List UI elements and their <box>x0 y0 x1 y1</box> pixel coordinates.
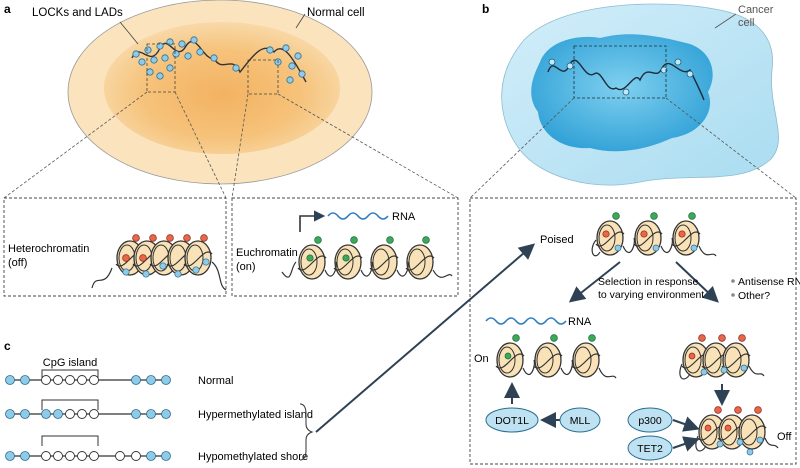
row-hyper-label: Hypermethylated island <box>198 409 313 421</box>
zoom-box-cancer <box>573 45 667 99</box>
p300-protein <box>627 407 673 433</box>
arrow-p300-to-off <box>672 416 700 432</box>
rna-label-b: RNA <box>568 316 592 328</box>
tet2-protein <box>627 435 673 461</box>
panel-b-letter: b <box>482 2 489 16</box>
euchromatin-nucleosomes <box>281 236 453 280</box>
label-cancer-line1: Cancer <box>738 4 774 16</box>
callout-locks <box>119 21 139 45</box>
callout-cancer <box>714 13 737 29</box>
tet2-label: TET2 <box>637 443 663 455</box>
arrow-poised-to-off <box>675 261 719 303</box>
arrow-poised-to-on <box>568 261 621 303</box>
transcription-arrow <box>299 210 326 232</box>
panel-c: c CpG island Normal Hypermethylated isla… <box>4 243 536 463</box>
cpg-row-normal <box>5 375 171 385</box>
heterochromatin-state: (off) <box>8 257 27 269</box>
rna-wave-b <box>485 317 567 325</box>
row-hypo-label: Hypomethylated shore <box>198 451 308 463</box>
poised-label: Poised <box>540 234 574 246</box>
bullet-antisense: Antisense RNA <box>738 276 800 288</box>
heterochromatin-label: Heterochromatin <box>8 243 89 255</box>
p300-label: p300 <box>638 415 662 427</box>
selection-label-line1: Selection in response <box>598 276 699 288</box>
methyl-dots-cancer <box>548 58 694 96</box>
row-normal-label: Normal <box>198 375 233 387</box>
curly-brace <box>299 403 314 461</box>
label-cancer-line2: cell <box>738 17 755 29</box>
normal-nucleus <box>104 22 340 154</box>
poised-nucleosomes <box>591 212 717 257</box>
dot1l-label: DOT1L <box>495 415 529 427</box>
panel-b: b Cancer cell Poised Selection in respon… <box>469 2 800 465</box>
bullet-2 <box>731 293 735 297</box>
panel-a: a LOCKs and LADs Normal cell <box>3 0 459 297</box>
zoom-box-euchromatin <box>247 59 279 95</box>
zoom-lines-a <box>3 91 459 199</box>
mll-protein <box>559 407 601 433</box>
bullet-other: Other? <box>738 290 770 302</box>
cancer-nucleus <box>531 34 713 152</box>
label-locks-lads: LOCKs and LADs <box>32 7 123 19</box>
cpg-bracket-hyper <box>41 399 99 410</box>
arrow-to-poised <box>315 243 536 433</box>
selection-label-line2: to varying environment <box>598 289 704 301</box>
rna-label-a: RNA <box>392 211 416 223</box>
on-label: On <box>474 353 489 365</box>
panel-c-letter: c <box>4 339 11 353</box>
cpg-row-hypermethylated <box>5 409 171 419</box>
off-nucleosomes-top <box>679 334 765 380</box>
mll-label: MLL <box>570 415 591 427</box>
cpg-island-label: CpG island <box>43 357 97 369</box>
euchromatin-label: Euchromatin <box>236 247 298 259</box>
zoom-box-heterochromatin <box>146 43 176 93</box>
off-label: Off <box>777 431 792 443</box>
cpg-bracket-normal <box>41 369 99 380</box>
dot1l-protein <box>485 407 539 433</box>
heterochromatin-nucleosomes <box>91 234 227 291</box>
rna-wave-a <box>327 212 389 220</box>
bullet-1 <box>731 279 735 283</box>
zoom-lines-b <box>469 97 797 199</box>
arrow-tet2-to-off <box>672 436 700 452</box>
callout-normal <box>295 13 306 29</box>
cpg-bracket-hypo <box>41 435 99 446</box>
cpg-row-hypomethylated <box>5 451 171 461</box>
euchromatin-state: (on) <box>236 261 256 273</box>
panel-a-letter: a <box>4 2 11 16</box>
on-nucleosomes <box>495 334 617 379</box>
label-normal-cell: Normal cell <box>307 7 365 19</box>
